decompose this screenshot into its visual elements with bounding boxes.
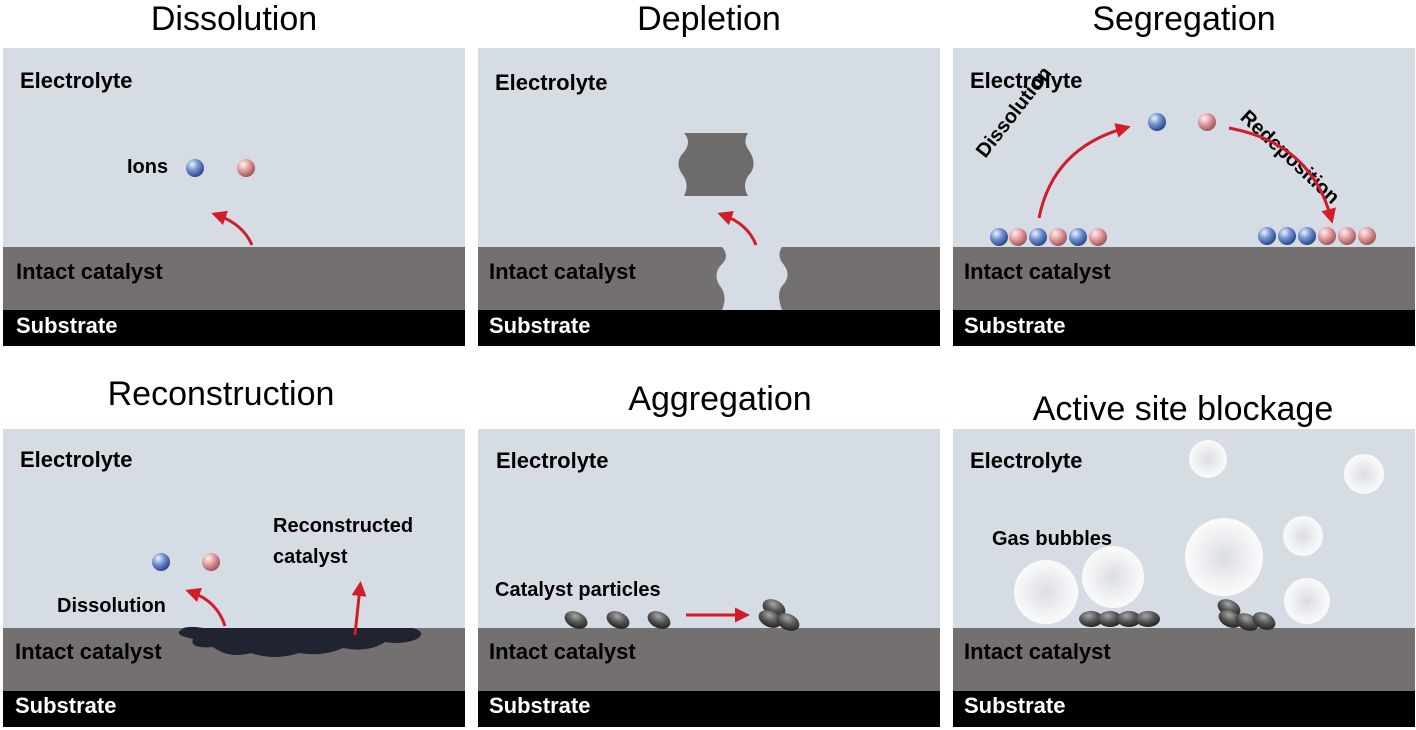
intact-catalyst-layer xyxy=(478,247,940,310)
substrate-label: Substrate xyxy=(489,313,591,338)
substrate-label: Substrate xyxy=(964,313,1066,338)
title-dissolution: Dissolution xyxy=(150,0,318,38)
electrolyte-label: Electrolyte xyxy=(20,447,133,472)
catalyst-particle xyxy=(1252,612,1276,630)
atom-blue xyxy=(990,228,1008,246)
intact-catalyst-label: Intact catalyst xyxy=(15,639,162,664)
catalyst-particle xyxy=(1136,611,1160,627)
electrolyte-label: Electrolyte xyxy=(970,448,1083,473)
depletion-arrow xyxy=(717,210,758,246)
panel-active-site-blockage: Electrolyte Gas bubbles Intact catalyst … xyxy=(953,429,1415,727)
intact-catalyst-label: Intact catalyst xyxy=(964,259,1111,284)
depleted-hole xyxy=(716,247,788,310)
intact-catalyst-layer xyxy=(953,247,1415,310)
atom-blue xyxy=(1298,227,1316,245)
ions-label: Ions xyxy=(127,156,169,178)
panel-depletion: Electrolyte Intact catalyst Substrate xyxy=(478,48,940,346)
atom-blue xyxy=(1069,228,1087,246)
catalyst-particle xyxy=(606,611,630,629)
intact-catalyst-label: Intact catalyst xyxy=(964,639,1111,664)
title-reconstruction: Reconstruction xyxy=(107,375,335,413)
dissolution-label: Dissolution xyxy=(57,595,166,617)
panel-reconstruction: Electrolyte Dissolution Reconstructed ca… xyxy=(3,429,465,727)
electrolyte-label: Electrolyte xyxy=(970,68,1083,93)
atom-pink xyxy=(1358,227,1376,245)
dissolution-arrow xyxy=(211,210,254,246)
title-depletion: Depletion xyxy=(637,0,781,38)
ion-blue xyxy=(152,553,170,571)
catalyst-particle xyxy=(1079,611,1103,627)
redeposition-curve-arrow xyxy=(1228,126,1336,224)
panel-dissolution: Electrolyte Ions Intact catalyst Substra… xyxy=(3,48,465,346)
ion-blue xyxy=(1148,113,1166,131)
reconstruction-arrow xyxy=(351,581,367,636)
atom-blue xyxy=(1278,227,1296,245)
catalyst-particles-label: Catalyst particles xyxy=(495,579,661,601)
title-segregation: Segregation xyxy=(1092,0,1276,38)
substrate-label: Substrate xyxy=(15,693,117,718)
intact-catalyst-label: Intact catalyst xyxy=(16,259,163,284)
aggregated-particle xyxy=(758,610,782,628)
reconstructed-catalyst-label-line2: catalyst xyxy=(273,546,348,568)
atom-blue xyxy=(1029,228,1047,246)
dissolution-curve-arrow xyxy=(1037,123,1131,219)
ion-blue xyxy=(186,159,204,177)
catalyst-particle xyxy=(1117,611,1141,627)
gas-bubble xyxy=(1284,578,1330,624)
detached-catalyst-chunk xyxy=(678,133,754,196)
intact-catalyst-label: Intact catalyst xyxy=(489,639,636,664)
substrate-label: Substrate xyxy=(964,693,1066,718)
atom-blue xyxy=(1258,227,1276,245)
dissolution-arrow xyxy=(185,587,227,627)
gas-bubble xyxy=(1189,440,1227,478)
substrate-label: Substrate xyxy=(489,693,591,718)
atom-pink xyxy=(1089,228,1107,246)
catalyst-particle xyxy=(647,611,671,629)
gas-bubble xyxy=(1283,516,1323,556)
substrate-layer xyxy=(953,691,1415,727)
intact-catalyst-layer xyxy=(953,628,1415,691)
gas-bubble xyxy=(1082,546,1144,608)
reconstructed-catalyst-label-line1: Reconstructed xyxy=(273,515,414,537)
atom-pink xyxy=(1318,227,1336,245)
catalyst-particle xyxy=(1218,610,1242,628)
intact-catalyst-layer xyxy=(3,247,465,310)
intact-catalyst-label: Intact catalyst xyxy=(489,259,636,284)
panel-aggregation: Electrolyte Catalyst particles Intact ca… xyxy=(478,429,940,727)
substrate-layer xyxy=(478,310,940,346)
reconstructed-catalyst-region xyxy=(178,626,422,657)
intact-catalyst-layer xyxy=(478,628,940,691)
title-aggregation: Aggregation xyxy=(628,380,812,418)
title-active-site-blockage: Active site blockage xyxy=(1032,390,1334,428)
substrate-label: Substrate xyxy=(16,313,118,338)
gas-bubbles-label: Gas bubbles xyxy=(992,528,1113,550)
catalyst-particle xyxy=(564,611,588,629)
gas-bubble xyxy=(1014,560,1078,624)
substrate-layer xyxy=(478,691,940,727)
ion-pink xyxy=(237,159,255,177)
aggregated-particle xyxy=(776,613,800,631)
electrolyte-label: Electrolyte xyxy=(20,68,133,93)
ion-pink xyxy=(1198,113,1216,131)
gas-bubble xyxy=(1185,518,1263,596)
atom-pink xyxy=(1049,228,1067,246)
substrate-layer xyxy=(3,310,465,346)
atom-pink xyxy=(1338,227,1356,245)
panel-segregation: Electrolyte Intact catalyst Substrate Di… xyxy=(953,48,1415,346)
substrate-layer xyxy=(953,310,1415,346)
substrate-layer xyxy=(3,691,465,727)
ion-pink xyxy=(202,553,220,571)
gas-bubble xyxy=(1344,454,1384,494)
electrolyte-label: Electrolyte xyxy=(495,70,608,95)
catalyst-particle xyxy=(1098,611,1122,627)
electrolyte-label: Electrolyte xyxy=(496,448,609,473)
atom-pink xyxy=(1009,228,1027,246)
